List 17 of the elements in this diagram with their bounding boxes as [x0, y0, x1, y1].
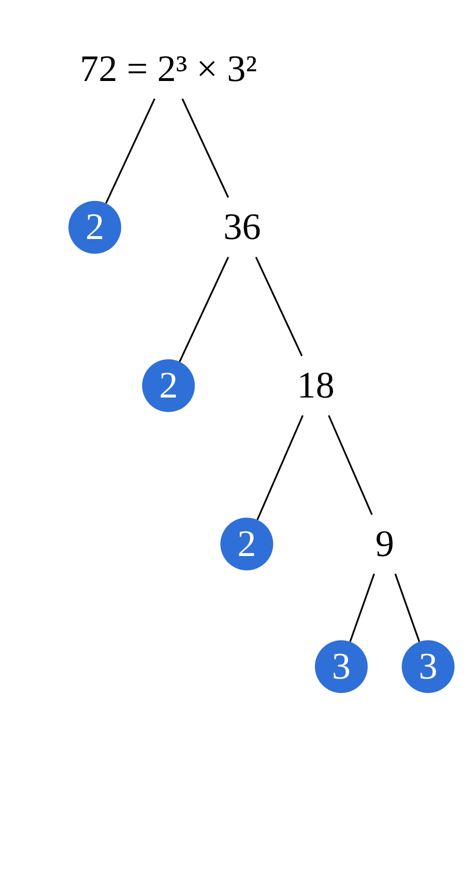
tree-branch-line — [178, 256, 230, 362]
composite-number: 9 — [375, 522, 394, 564]
tree-branch-line — [182, 98, 230, 198]
composite-number: 18 — [297, 364, 334, 406]
prime-factor-circle: 2 — [220, 518, 274, 570]
prime-factor-circle: 2 — [68, 200, 122, 254]
composite-number: 36 — [223, 206, 261, 248]
tree-branch-line — [328, 415, 373, 516]
prime-factor-circle: 3 — [314, 640, 368, 693]
prime-factor-circle: 3 — [402, 640, 455, 693]
tree-branch-line — [256, 415, 304, 520]
tree-branch-line — [394, 574, 420, 642]
tree-branch-line — [349, 574, 375, 642]
factorization-equation: 72 = 2³ × 3² — [80, 48, 258, 90]
tree-branch-line — [105, 98, 156, 204]
prime-factor-circle: 2 — [142, 359, 195, 412]
tree-branch-line — [255, 256, 303, 356]
